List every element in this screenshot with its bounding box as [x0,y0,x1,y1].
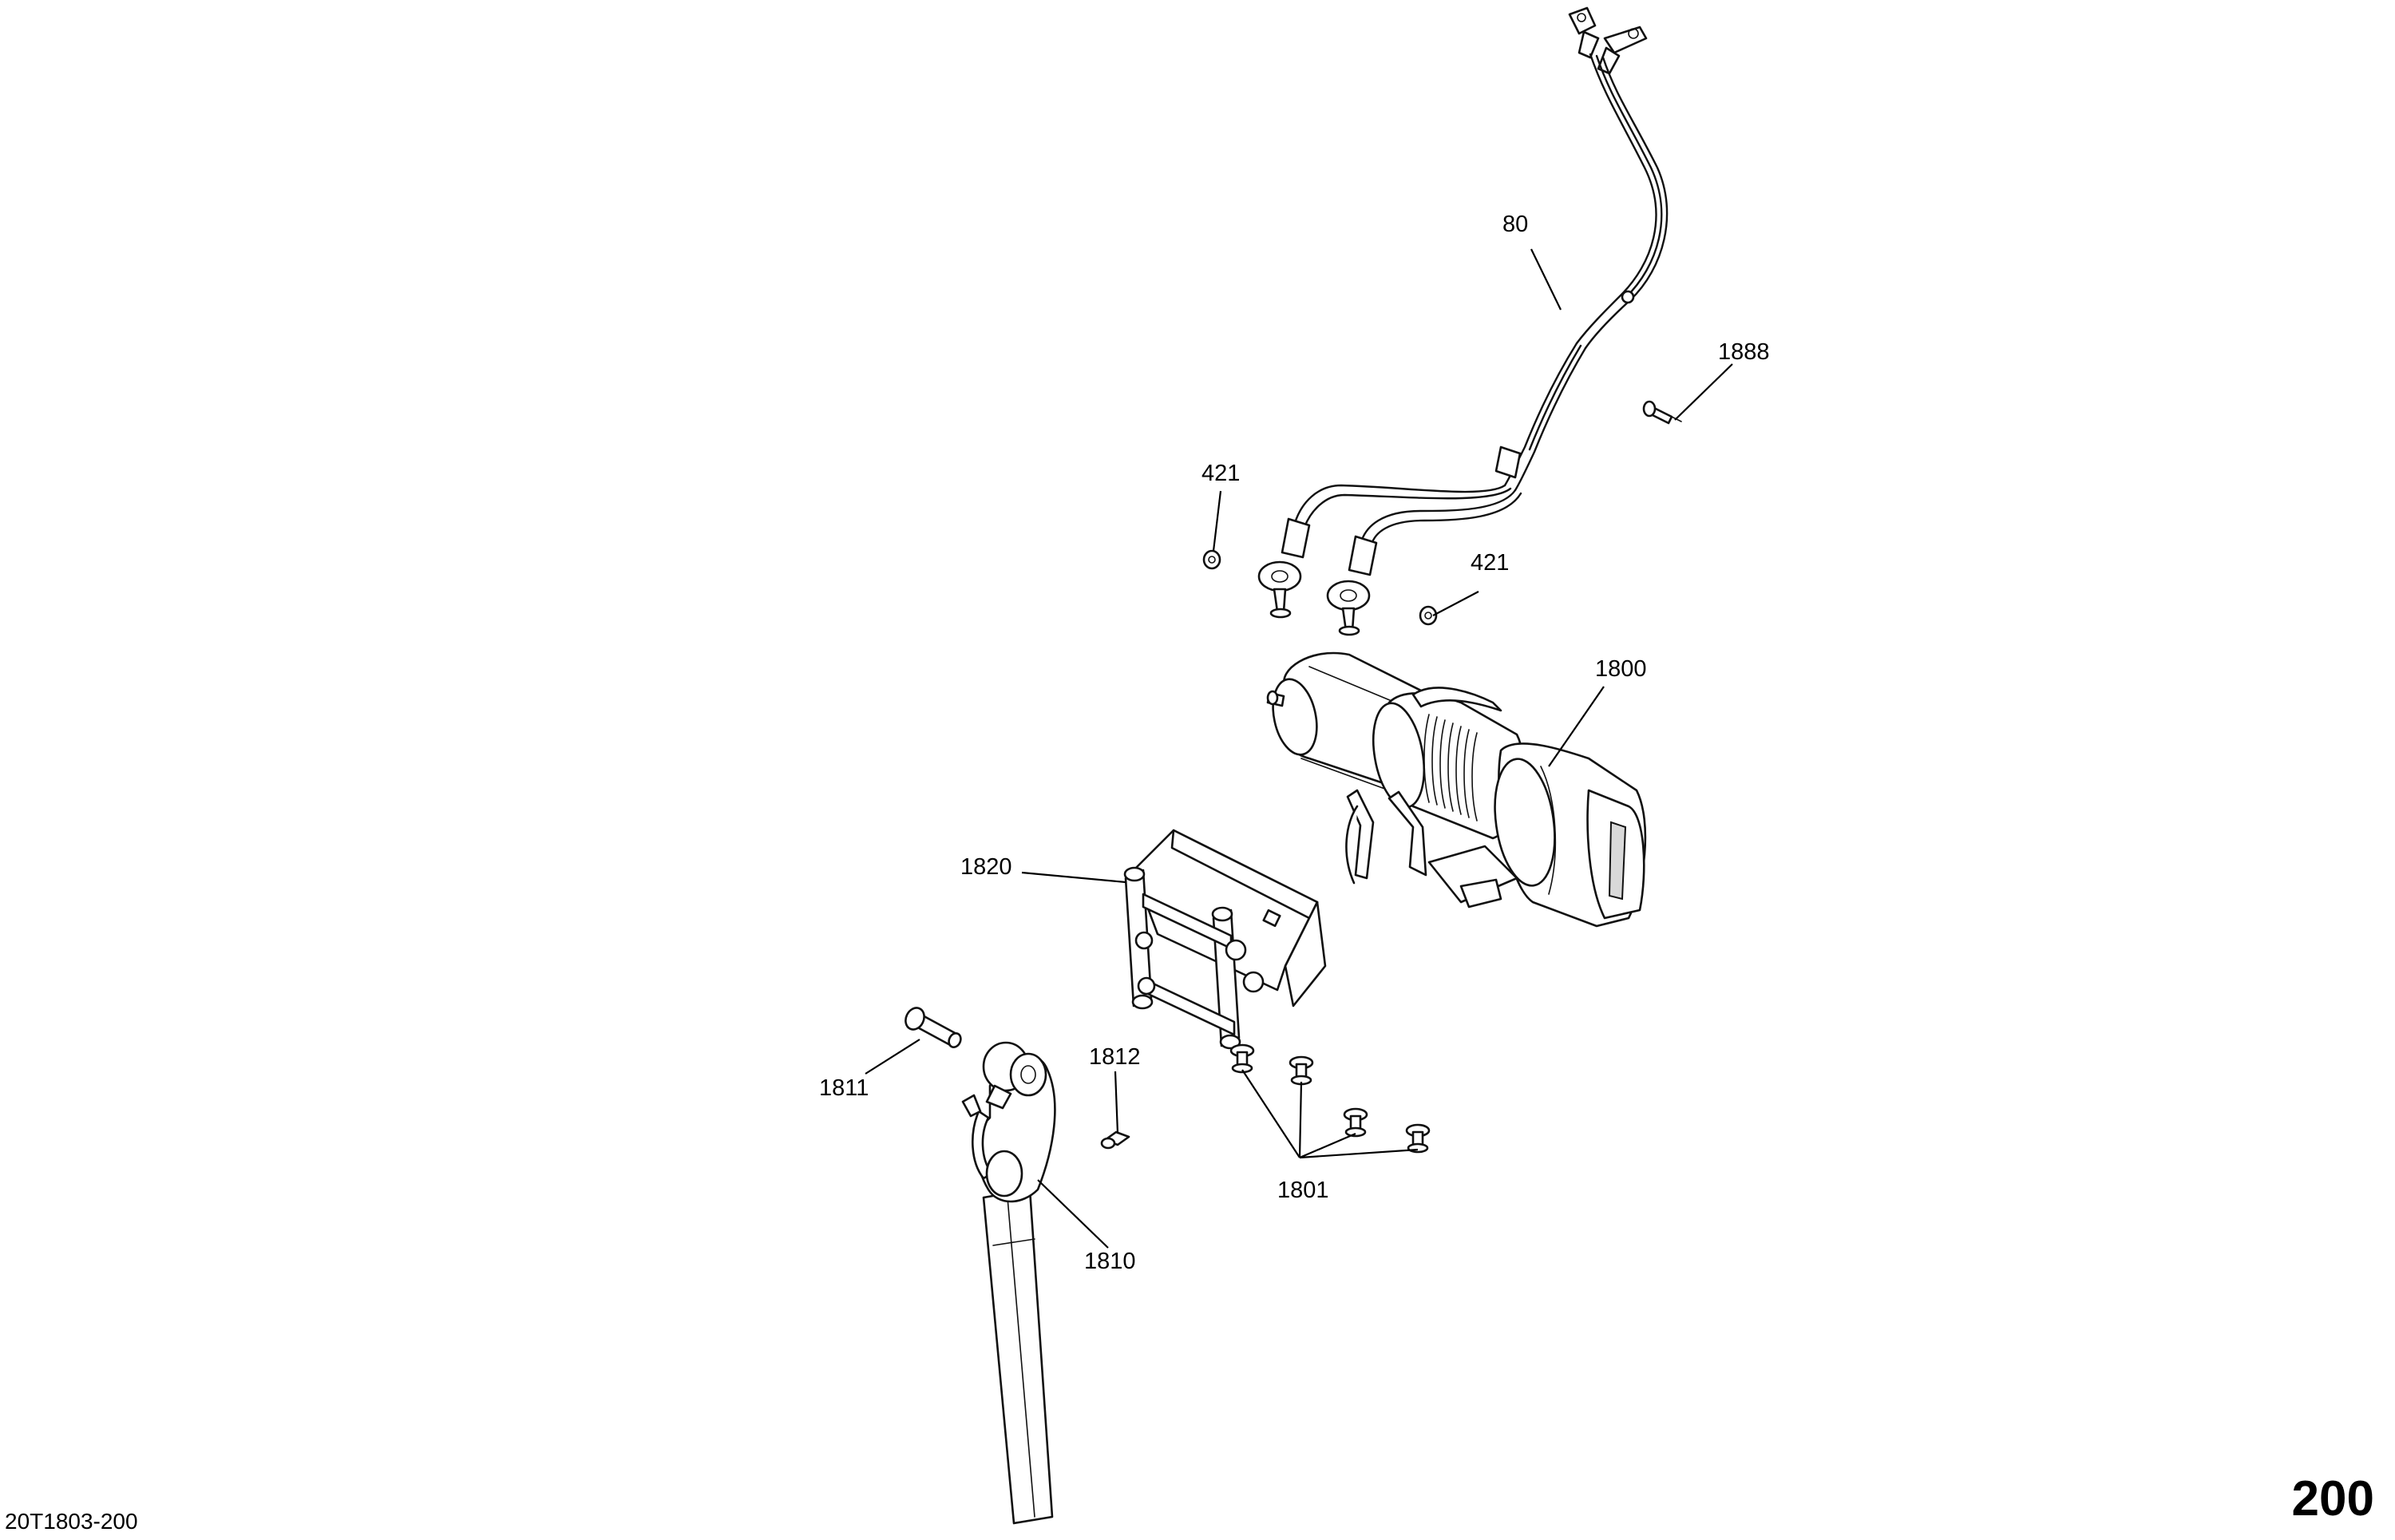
part-1800-winch[interactable] [1266,651,1647,928]
callout-1812: 1812 [1089,1044,1141,1070]
leader-lines [865,248,1733,1249]
callout-1800: 1800 [1595,656,1647,682]
drawing-code: 20T1803-200 [5,1509,138,1534]
part-1801-bolts[interactable] [1229,1043,1431,1154]
callout-1820: 1820 [960,854,1012,880]
callout-labels: 80 1888 421 421 1800 1820 1811 1812 1801… [819,212,1770,1274]
part-1812-cotter-pin[interactable] [1100,1130,1130,1150]
part-421-nut-b[interactable] [1419,605,1438,626]
part-421-nut-a[interactable] [1202,549,1221,570]
callout-1811: 1811 [819,1075,869,1101]
callout-1888: 1888 [1718,339,1770,365]
callout-80: 80 [1502,212,1528,237]
callout-1801: 1801 [1277,1178,1329,1203]
callout-421-b: 421 [1471,550,1509,576]
part-1820-fairlead-bracket[interactable] [1123,829,1327,1050]
part-1811-clevis-pin[interactable] [902,1005,963,1049]
part-1810-hook-strap[interactable] [961,1041,1056,1525]
page-number: 200 [2291,1471,2374,1526]
callout-1810: 1810 [1084,1249,1136,1274]
part-80-cable-harness[interactable] [1257,6,1669,636]
part-1888-fastener[interactable] [1642,400,1682,425]
callout-421-a: 421 [1201,461,1240,486]
